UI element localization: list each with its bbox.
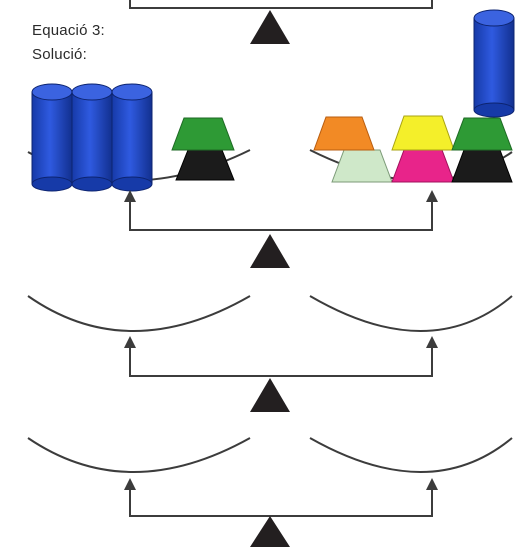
green-block-right: [451, 117, 513, 151]
cylinder-2: [71, 83, 113, 192]
magenta-block: [391, 149, 455, 183]
balance-3-beam: [129, 488, 433, 517]
balance-3-right-arrow: [426, 478, 438, 490]
light-green-block: [331, 149, 393, 183]
black-block-left: [175, 149, 235, 181]
balance-2-left-arrow: [124, 336, 136, 348]
balance-2-right-arrow: [426, 336, 438, 348]
green-block-left: [171, 117, 235, 151]
balance-0-beam: [129, 0, 433, 9]
balance-2-fulcrum: [250, 378, 290, 412]
balance-3-right-pan: [309, 437, 513, 473]
balance-1-right-arrow: [426, 190, 438, 202]
yellow-block: [391, 115, 455, 151]
balance-3: [27, 437, 513, 547]
balance-1-left-arrow: [124, 190, 136, 202]
cylinder-right: [473, 9, 515, 118]
solution-label: Solució:: [32, 46, 87, 63]
balance-2-right-pan: [309, 295, 513, 332]
orange-block: [313, 116, 375, 151]
balance-2: [27, 295, 513, 412]
balance-2-beam: [129, 346, 433, 377]
cylinder-1: [31, 83, 73, 192]
balance-2-left-pan: [27, 295, 251, 332]
balance-1-beam: [129, 200, 433, 231]
balance-0-fulcrum: [250, 10, 290, 44]
balance-3-left-arrow: [124, 478, 136, 490]
balance-3-fulcrum: [250, 516, 290, 547]
balance-1-fulcrum: [250, 234, 290, 268]
cylinder-3: [111, 83, 153, 192]
balance-3-left-pan: [27, 437, 251, 473]
equation-label: Equació 3:: [32, 22, 105, 39]
black-block-right: [451, 149, 513, 183]
left-cylinders: [31, 83, 153, 192]
balance-0-partial: [129, 0, 433, 44]
balance-1: [27, 9, 515, 268]
